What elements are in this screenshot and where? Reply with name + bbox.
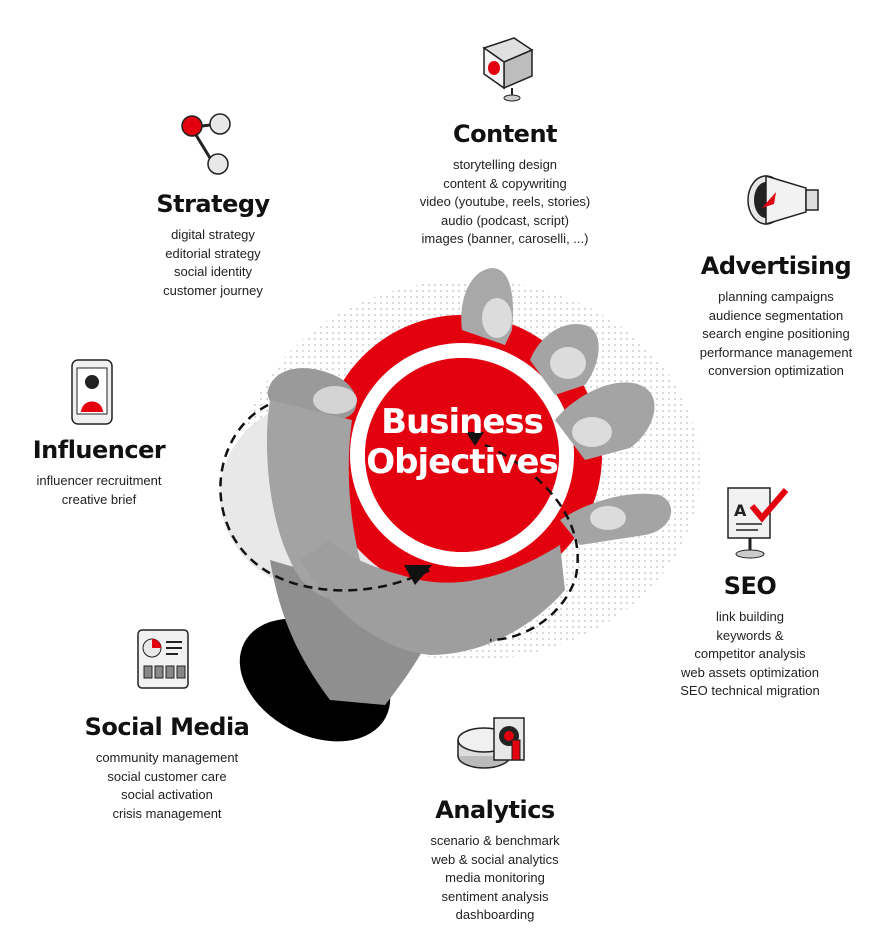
section-strategy: Strategy digital strategy editorial stra… — [128, 190, 298, 300]
section-title: SEO — [723, 572, 777, 600]
list-item: influencer recruitment — [36, 473, 162, 488]
list-item: video (youtube, reels, stories) — [419, 194, 591, 209]
list-item: storytelling design — [452, 157, 558, 172]
section-title: Strategy — [156, 190, 270, 218]
list-item: community management — [95, 750, 239, 765]
pie-chart-icon — [457, 717, 525, 769]
palm-bottom — [300, 540, 565, 655]
finger-index-nail — [482, 298, 512, 338]
list-item: search engine positioning — [702, 326, 850, 341]
list-item: planning campaigns — [718, 289, 834, 304]
section-seo: SEO link building keywords & competitor … — [662, 572, 838, 701]
center-title-line1: Business — [381, 402, 544, 442]
list-item: performance management — [699, 344, 853, 360]
section-analytics: Analytics scenario & benchmark web & soc… — [400, 796, 590, 925]
list-item: competitor analysis — [694, 646, 806, 661]
orbit-arrowhead-down — [404, 565, 432, 585]
list-item: content & copywriting — [443, 175, 567, 191]
smartphone-person-icon — [71, 359, 113, 425]
section-items: community management social customer car… — [72, 749, 262, 823]
target-core — [365, 358, 559, 552]
center-title-line2: Objectives — [366, 442, 558, 482]
list-item: keywords & — [716, 627, 784, 643]
flow-nodes-icon — [181, 113, 231, 175]
monitor-checkmark-icon: A — [727, 487, 789, 559]
list-item: dashboarding — [455, 907, 535, 922]
section-title: Social Media — [84, 713, 250, 741]
section-title: Advertising — [700, 252, 852, 280]
list-item: customer journey — [163, 282, 263, 298]
list-item: images (banner, caroselli, ...) — [421, 231, 589, 246]
section-items: scenario & benchmark web & social analyt… — [400, 832, 590, 925]
section-influencer: Influencer influencer recruitment creati… — [16, 436, 182, 509]
list-item: conversion optimization — [708, 363, 844, 378]
section-title: Content — [453, 120, 558, 148]
wrist — [270, 560, 440, 705]
list-item: social customer care — [107, 768, 227, 784]
section-items: digital strategy editorial strategy soci… — [128, 226, 298, 300]
section-title: Analytics — [435, 796, 555, 824]
dashboard-tablet-icon — [137, 629, 189, 689]
section-content: Content storytelling design content & co… — [395, 120, 615, 249]
megaphone-icon — [747, 174, 819, 226]
thumb-nail — [313, 386, 357, 414]
list-item: web & social analytics — [431, 851, 559, 867]
list-item: social identity — [173, 264, 253, 279]
list-item: audio (podcast, script) — [441, 212, 569, 228]
list-item: creative brief — [61, 491, 137, 507]
camera-icon — [482, 37, 534, 102]
section-items: link building keywords & competitor anal… — [662, 608, 838, 701]
list-item: scenario & benchmark — [430, 833, 560, 848]
list-item: crisis management — [112, 805, 222, 821]
section-items: influencer recruitment creative brief — [16, 472, 182, 509]
list-item: digital strategy — [171, 227, 255, 242]
list-item: editorial strategy — [165, 245, 261, 261]
orbit-arrowhead-center — [466, 432, 484, 446]
list-item: SEO technical migration — [680, 683, 820, 698]
list-item: sentiment analysis — [441, 888, 549, 904]
section-advertising: Advertising planning campaigns audience … — [680, 252, 872, 381]
list-item: web assets optimization — [680, 664, 819, 680]
finger-ring-nail — [572, 417, 612, 447]
center-title: Business Objectives — [362, 402, 562, 482]
section-social-media: Social Media community management social… — [72, 713, 262, 823]
list-item: media monitoring — [445, 870, 545, 885]
svg-text:A: A — [734, 501, 747, 520]
finger-middle-nail — [550, 347, 586, 379]
finger-little-nail — [590, 506, 626, 530]
orbit-arc-left — [219, 403, 431, 592]
list-item: social activation — [121, 787, 213, 802]
orbit-arc-right — [484, 443, 579, 642]
list-item: link building — [716, 609, 784, 624]
section-items: planning campaigns audience segmentation… — [680, 288, 872, 381]
section-title: Influencer — [32, 436, 166, 464]
list-item: audience segmentation — [708, 307, 844, 323]
section-items: storytelling design content & copywritin… — [395, 156, 615, 249]
